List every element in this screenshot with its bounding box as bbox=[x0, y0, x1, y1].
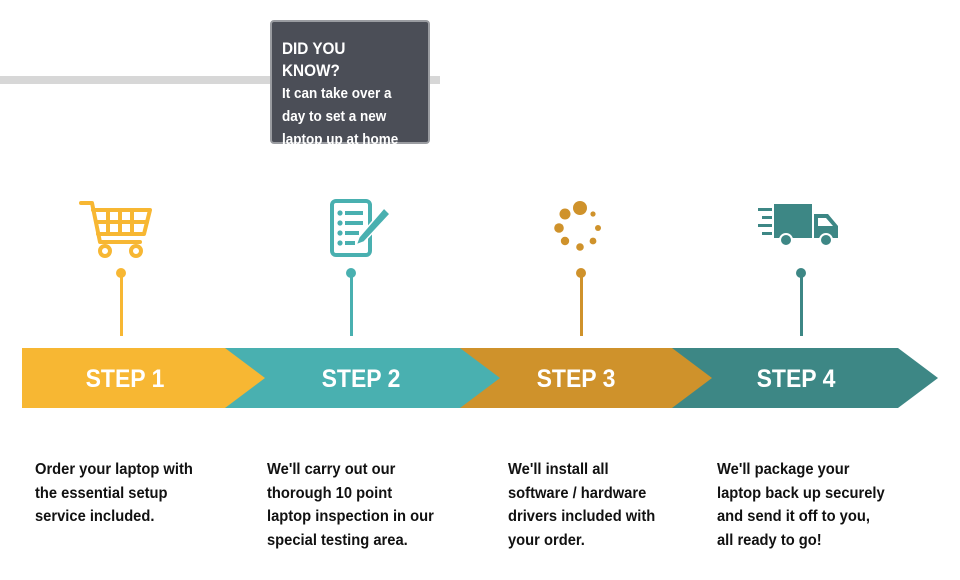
checklist-pencil-icon bbox=[330, 199, 392, 257]
step-4-marker-dot bbox=[796, 268, 806, 278]
loading-spinner-icon bbox=[554, 201, 601, 251]
step-4-arrow bbox=[672, 348, 938, 408]
step-1-description: Order your laptop with the essential set… bbox=[35, 461, 193, 525]
connector-line bbox=[0, 76, 440, 84]
did-you-know-callout: DID YOU KNOW? It can take over a day to … bbox=[270, 20, 430, 148]
step-2-label: STEP 2 bbox=[321, 365, 401, 393]
step-4-label: STEP 4 bbox=[756, 365, 836, 393]
step-3-marker-dot bbox=[576, 268, 586, 278]
shopping-cart-icon bbox=[79, 201, 152, 258]
callout-text: It can take over a day to set a new lapt… bbox=[282, 85, 399, 148]
step-3-arrow bbox=[460, 348, 712, 408]
step-4-description: We'll package your laptop back up secure… bbox=[717, 461, 885, 549]
step-2-marker-dot bbox=[346, 268, 356, 278]
step-3-description: We'll install all software / hardware dr… bbox=[508, 461, 656, 549]
delivery-truck-icon bbox=[758, 204, 838, 247]
step-3-label: STEP 3 bbox=[536, 365, 616, 393]
step-1-label: STEP 1 bbox=[85, 365, 165, 393]
step-1-stem bbox=[119, 276, 123, 336]
step-2-description: We'll carry out our thorough 10 point la… bbox=[267, 461, 434, 549]
step-2-arrow bbox=[225, 348, 500, 408]
step-1-marker-dot bbox=[116, 268, 126, 278]
step-4-stem bbox=[799, 276, 803, 336]
step-1-arrow bbox=[22, 348, 265, 408]
step-3-stem bbox=[579, 276, 583, 336]
step-2-stem bbox=[349, 276, 353, 336]
callout-title: DID YOU KNOW? bbox=[282, 39, 346, 80]
